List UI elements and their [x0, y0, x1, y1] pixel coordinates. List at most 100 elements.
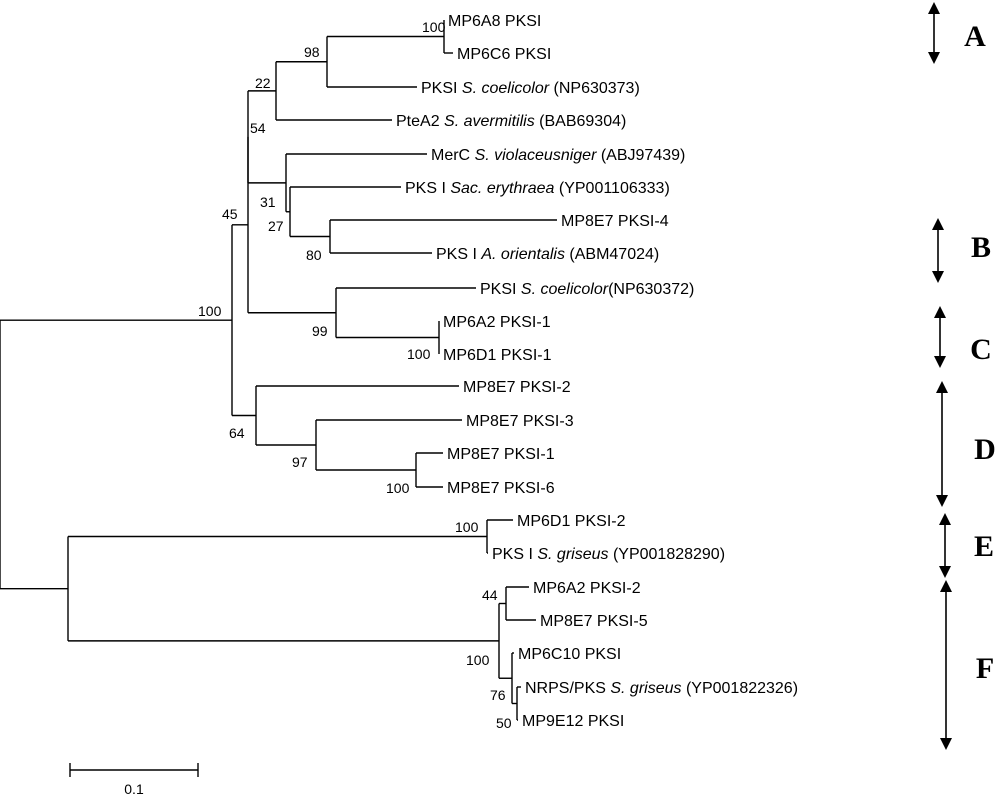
group-d: D [936, 381, 996, 507]
leaf-label-ptea2-part-1: S. avermitilis [444, 113, 535, 130]
bootstrap-n_27: 27 [268, 218, 284, 234]
arrow-head-down-icon [934, 356, 946, 368]
leaf-label-e12-part-0: MP9E12 PKSI [522, 713, 624, 730]
arrow-head-down-icon [928, 52, 940, 64]
leaf-label-a2p2: MP6A2 PKSI-2 [533, 580, 641, 597]
leaf-label-sc372-part-0: PKSI [480, 281, 521, 298]
arrow-head-up-icon [939, 513, 951, 525]
bootstrap-n_99: 99 [312, 323, 328, 339]
group-f: F [940, 580, 994, 750]
leaf-label-merc-part-0: MerC [431, 147, 475, 164]
bootstrap-n_a8c6: 100 [422, 19, 446, 35]
leaf-label-sac: PKS I Sac. erythraea (YP001106333) [405, 180, 670, 197]
bootstrap-n_root100: 100 [198, 303, 222, 319]
leaf-label-aori-part-1: A. orientalis [480, 246, 565, 263]
group-e: E [939, 513, 994, 578]
leaf-label-sac-part-0: PKS I [405, 180, 450, 197]
bootstrap-n_64: 64 [229, 425, 245, 441]
leaf-label-sgri290-part-1: S. griseus [537, 546, 608, 563]
leaf-label-merc-part-1: S. violaceusniger [475, 147, 598, 164]
leaf-label-nrps: NRPS/PKS S. griseus (YP001822326) [525, 680, 798, 697]
leaf-label-a2p1-part-0: MP6A2 PKSI-1 [443, 314, 551, 331]
leaf-label-merc: MerC S. violaceusniger (ABJ97439) [431, 147, 685, 164]
leaf-label-c10-part-0: MP6C10 PKSI [518, 646, 621, 663]
arrow-head-down-icon [932, 271, 944, 283]
leaf-label-merc-part-2: (ABJ97439) [596, 147, 685, 164]
bootstrap-n_97: 97 [292, 454, 308, 470]
leaf-label-sc372-part-2: (NP630372) [608, 281, 694, 298]
leaf-label-sc373-part-1: S. coelicolor [462, 80, 550, 97]
leaf-label-d1p1-part-0: MP6D1 PKSI-1 [443, 347, 552, 364]
leaf-label-a8-part-0: MP6A8 PKSI [448, 13, 541, 30]
leaf-label-sc373-part-0: PKSI [421, 80, 462, 97]
leaf-label-e7p2: MP8E7 PKSI-2 [463, 379, 571, 396]
leaf-label-e7p4: MP8E7 PKSI-4 [561, 213, 669, 230]
group-label-d: D [974, 433, 996, 466]
arrow-head-up-icon [934, 306, 946, 318]
group-b: B [932, 218, 991, 283]
leaf-label-ptea2-part-2: (BAB69304) [535, 113, 627, 130]
leaf-label-a8: MP6A8 PKSI [448, 13, 541, 30]
scale-bar-label: 0.1 [124, 781, 144, 796]
leaf-label-ptea2-part-0: PteA2 [396, 113, 444, 130]
arrow-head-up-icon [928, 2, 940, 14]
arrow-head-down-icon [936, 495, 948, 507]
clade-groups: A B C D E F [928, 2, 996, 750]
leaf-label-sc372: PKSI S. coelicolor(NP630372) [480, 281, 694, 298]
leaf-label-e7p1: MP8E7 PKSI-1 [447, 446, 555, 463]
scale-bar: 0.1 [69, 763, 199, 796]
bootstrap-n_e1e6: 100 [386, 480, 410, 496]
bootstrap-values: 1009822543127804599100100649710010044100… [198, 19, 512, 731]
leaf-label-aori: PKS I A. orientalis (ABM47024) [436, 246, 659, 263]
bootstrap-n_76: 76 [490, 687, 506, 703]
group-label-b: B [971, 231, 991, 264]
leaf-label-c10: MP6C10 PKSI [518, 646, 621, 663]
arrow-head-down-icon [940, 738, 952, 750]
leaf-label-c6: MP6C6 PKSI [457, 46, 551, 63]
leaf-label-e7p1-part-0: MP8E7 PKSI-1 [447, 446, 555, 463]
bootstrap-n_44: 44 [482, 587, 498, 603]
bootstrap-n_54: 54 [250, 120, 266, 136]
leaf-label-sgri290: PKS I S. griseus (YP001828290) [492, 546, 725, 563]
group-c: C [934, 306, 992, 368]
leaf-label-sac-part-2: (YP001106333) [554, 180, 669, 197]
leaf-label-sc373-part-2: (NP630373) [549, 80, 640, 97]
leaf-label-e7p3: MP8E7 PKSI-3 [466, 413, 574, 430]
arrow-head-up-icon [940, 580, 952, 592]
bootstrap-n_31: 31 [260, 194, 276, 210]
arrow-head-down-icon [939, 566, 951, 578]
leaf-label-d1p1: MP6D1 PKSI-1 [443, 347, 552, 364]
leaf-label-aori-part-2: (ABM47024) [565, 246, 659, 263]
leaf-label-e7p6-part-0: MP8E7 PKSI-6 [447, 480, 555, 497]
leaf-label-d1p2-part-0: MP6D1 PKSI-2 [517, 513, 626, 530]
leaf-label-e7p2-part-0: MP8E7 PKSI-2 [463, 379, 571, 396]
leaf-label-e7p3-part-0: MP8E7 PKSI-3 [466, 413, 574, 430]
bootstrap-n_50: 50 [496, 715, 512, 731]
group-label-a: A [964, 20, 986, 53]
leaf-label-sgri290-part-0: PKS I [492, 546, 537, 563]
leaf-label-e7p5: MP8E7 PKSI-5 [540, 613, 648, 630]
leaf-label-aori-part-0: PKS I [436, 246, 481, 263]
group-a: A [928, 2, 986, 64]
bootstrap-n_a2d1: 100 [407, 346, 431, 362]
bootstrap-n_98: 98 [304, 44, 320, 60]
leaf-label-nrps-part-2: (YP001822326) [682, 680, 799, 697]
leaf-label-c6-part-0: MP6C6 PKSI [457, 46, 551, 63]
arrow-head-up-icon [932, 218, 944, 230]
leaf-label-e7p5-part-0: MP8E7 PKSI-5 [540, 613, 648, 630]
leaf-label-e7p6: MP8E7 PKSI-6 [447, 480, 555, 497]
arrow-head-up-icon [936, 381, 948, 393]
group-label-f: F [976, 652, 994, 685]
leaf-label-d1p2: MP6D1 PKSI-2 [517, 513, 626, 530]
leaf-label-sgri290-part-2: (YP001828290) [609, 546, 726, 563]
bootstrap-n_22: 22 [255, 75, 271, 91]
leaf-label-nrps-part-0: NRPS/PKS [525, 680, 610, 697]
leaf-label-a2p1: MP6A2 PKSI-1 [443, 314, 551, 331]
group-label-e: E [974, 530, 994, 563]
leaf-label-sc373: PKSI S. coelicolor (NP630373) [421, 80, 640, 97]
leaf-label-sc372-part-1: S. coelicolor [521, 281, 609, 298]
bootstrap-n_80: 80 [306, 247, 322, 263]
leaf-labels: MP6A8 PKSI MP6C6 PKSI PKSI S. coelicolor (… [396, 13, 798, 730]
bootstrap-n_E: 100 [455, 519, 479, 535]
